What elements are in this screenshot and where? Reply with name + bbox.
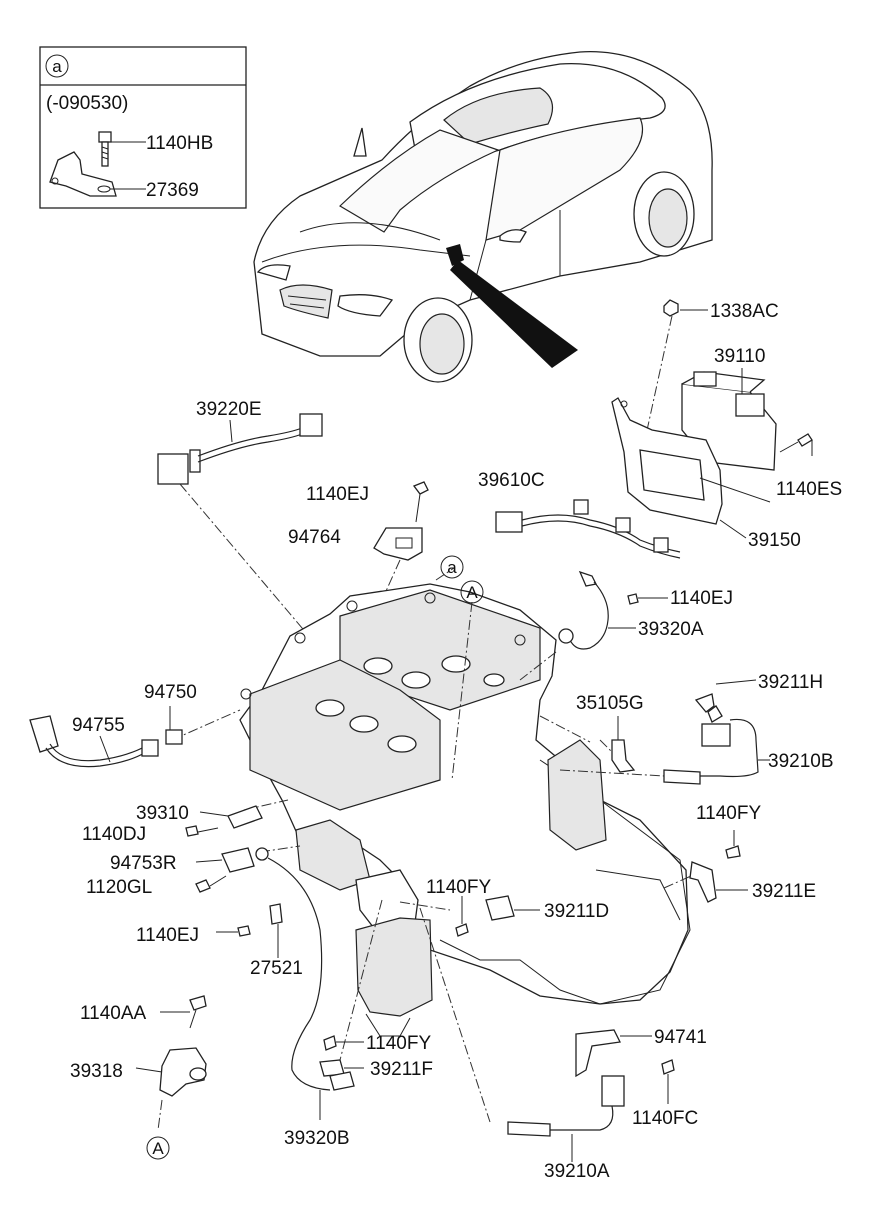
car-illustration xyxy=(253,51,713,383)
label-1140FY-low: 1140FY xyxy=(366,1033,431,1054)
ref-a-label: a xyxy=(447,558,457,577)
label-94741: 94741 xyxy=(654,1027,707,1048)
label-39211D: 39211D xyxy=(544,901,609,922)
label-1338AC: 1338AC xyxy=(710,301,779,322)
sensor-group-right xyxy=(611,679,770,785)
label-39150: 39150 xyxy=(748,530,801,551)
label-39318: 39318 xyxy=(70,1061,123,1082)
label-35105G: 35105G xyxy=(576,693,644,714)
sensor-39320A xyxy=(558,570,668,650)
inset-part-1140HB: 1140HB xyxy=(146,133,213,154)
label-1140AA: 1140AA xyxy=(80,1003,147,1024)
part-labels: 1338AC 39110 39220E 1140ES 1140EJ 39610C… xyxy=(70,301,842,1182)
label-39210A: 39210A xyxy=(544,1161,610,1182)
label-1140EJ-top: 1140EJ xyxy=(306,484,369,505)
ref-A-marker-upper: A xyxy=(460,580,484,604)
bolt-icon xyxy=(98,131,112,167)
ref-A-marker-lower: A xyxy=(146,1136,170,1160)
label-1140DJ: 1140DJ xyxy=(82,824,146,845)
label-39210B: 39210B xyxy=(768,751,834,772)
label-94753R: 94753R xyxy=(110,853,177,874)
inset-marker: a xyxy=(52,57,62,76)
label-39211E: 39211E xyxy=(752,881,816,902)
ref-A-label-upper: A xyxy=(466,583,478,602)
bolt-icon xyxy=(627,593,639,605)
sensor-39320B xyxy=(319,1035,364,1120)
sensor-39210A xyxy=(507,1029,675,1162)
inset-part-27369: 27369 xyxy=(146,180,199,201)
label-39110: 39110 xyxy=(714,346,765,367)
inset-date-range: (-090530) xyxy=(46,93,128,114)
nut-icon xyxy=(663,299,679,317)
ref-A-label-lower: A xyxy=(152,1139,164,1158)
label-39211H: 39211H xyxy=(758,672,823,693)
label-1140FY-right: 1140FY xyxy=(696,803,761,824)
bracket-94764 xyxy=(373,481,429,601)
label-39320B: 39320B xyxy=(284,1128,350,1149)
label-39211F: 39211F xyxy=(370,1059,433,1080)
label-94755: 94755 xyxy=(72,715,125,736)
bracket-39211E xyxy=(689,830,748,903)
label-1140EJ-mid: 1140EJ xyxy=(670,588,733,609)
label-94764: 94764 xyxy=(288,527,341,548)
leader-dashes xyxy=(157,567,701,1131)
label-1140EJ-low: 1140EJ xyxy=(136,925,199,946)
label-27521: 27521 xyxy=(250,958,303,979)
bracket-icon xyxy=(49,151,117,197)
sensor-94755 xyxy=(29,706,183,768)
label-1140ES: 1140ES xyxy=(776,479,842,500)
engine-block xyxy=(239,583,691,1037)
inset-panel: a (-090530) 1140HB 27369 xyxy=(39,46,247,209)
sensor-group-left xyxy=(185,805,331,1091)
label-39610C: 39610C xyxy=(478,470,545,491)
label-39320A: 39320A xyxy=(638,619,704,640)
label-39310: 39310 xyxy=(136,803,189,824)
sensor-39318 xyxy=(135,995,207,1097)
ecu-assembly xyxy=(611,299,813,539)
bracket-39211D xyxy=(455,895,540,937)
label-1140FC: 1140FC xyxy=(632,1108,698,1129)
clip-27521 xyxy=(216,903,283,958)
label-39220E: 39220E xyxy=(196,399,262,420)
bolt-icon xyxy=(779,433,813,453)
harness-39610C xyxy=(495,499,681,559)
label-94750: 94750 xyxy=(144,682,197,703)
label-1120GL: 1120GL xyxy=(86,877,152,898)
ref-a-marker: a xyxy=(440,555,464,579)
label-1140FY-mid: 1140FY xyxy=(426,877,491,898)
inset-marker-circle xyxy=(45,54,69,78)
